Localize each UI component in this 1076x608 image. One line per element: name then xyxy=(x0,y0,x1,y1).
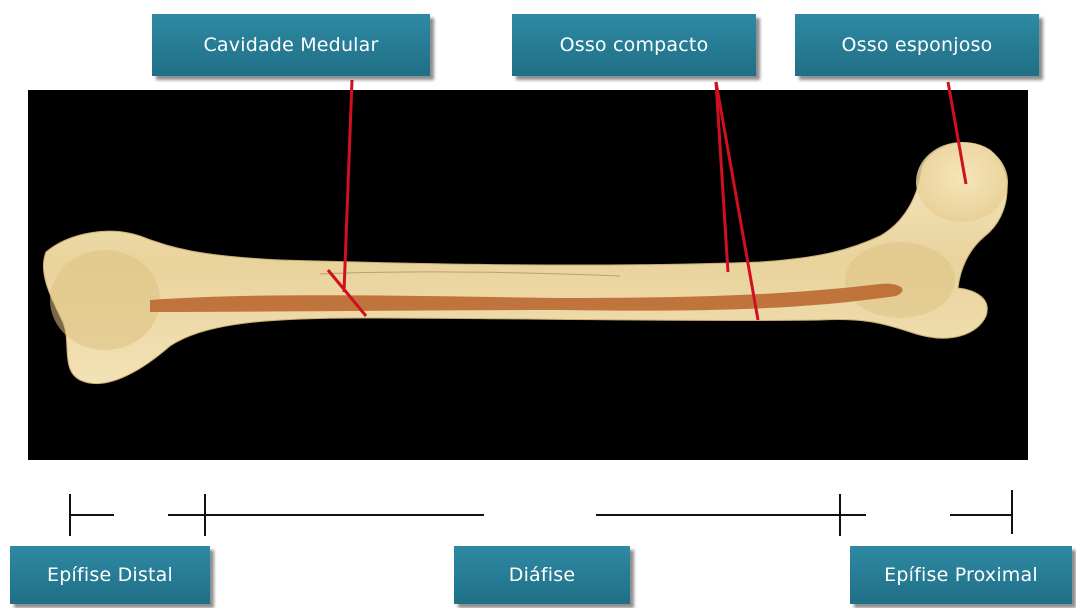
label-osso-esponjoso: Osso esponjoso xyxy=(795,14,1039,76)
pointer-line-cavidade xyxy=(344,80,352,292)
label-epifise-proximal: Epífise Proximal xyxy=(850,546,1072,604)
proximal-spongy-texture xyxy=(845,242,955,318)
region-brackets xyxy=(70,490,1012,536)
label-osso-compacto: Osso compacto xyxy=(512,14,756,76)
label-epifise-distal: Epífise Distal xyxy=(10,546,210,604)
label-cavidade-medular: Cavidade Medular xyxy=(152,14,430,76)
distal-spongy-texture xyxy=(50,250,160,350)
label-diafise: Diáfise xyxy=(454,546,630,604)
